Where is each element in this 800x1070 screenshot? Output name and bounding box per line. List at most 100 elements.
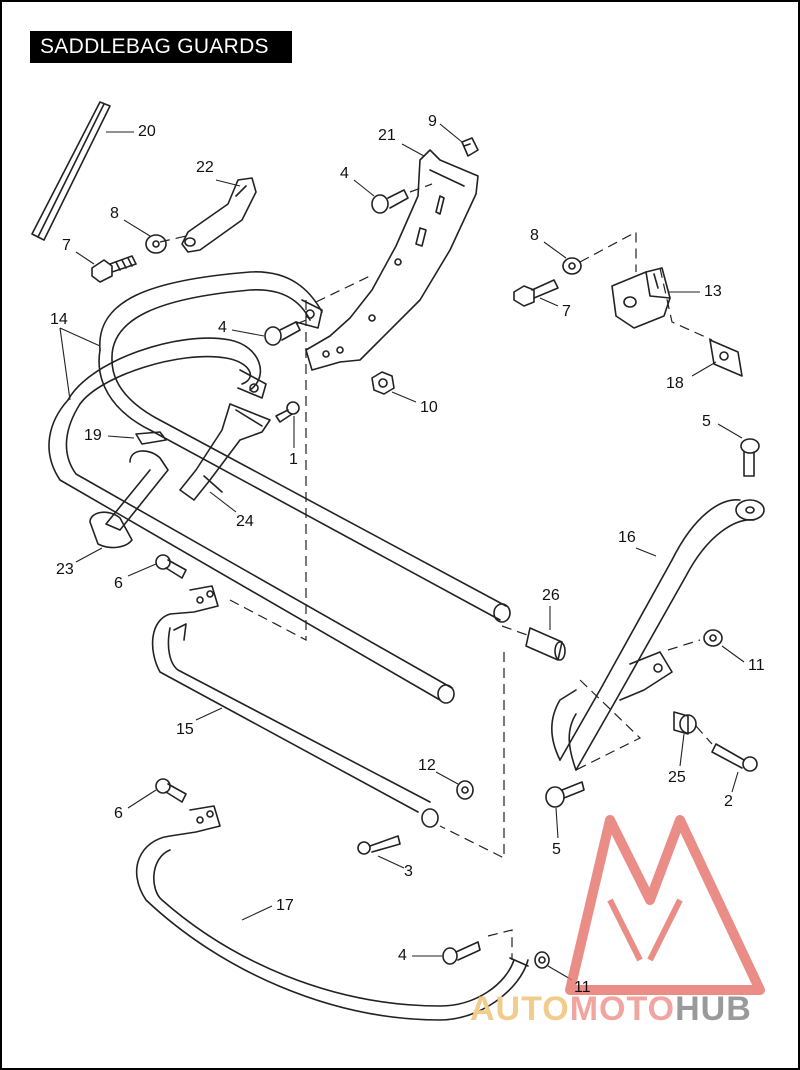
callout-2: 2 — [724, 793, 733, 810]
dash-line-4 — [409, 183, 433, 193]
callout-16: 16 — [618, 529, 636, 546]
leader-4b — [231, 329, 265, 337]
watermark-part3: HUB — [675, 990, 752, 1028]
leader-24 — [209, 491, 237, 513]
callout-6a: 6 — [114, 575, 123, 592]
callout-20: 20 — [138, 123, 156, 140]
part-6-bolt-lower — [155, 778, 187, 803]
dash-line-6 — [579, 230, 637, 272]
callout-22: 22 — [196, 159, 214, 176]
dash-line-10 — [575, 679, 642, 771]
part-21-mounting-bracket — [305, 149, 479, 371]
leader-17 — [241, 905, 273, 921]
part-24-clamp — [179, 403, 271, 501]
callout-7a: 7 — [62, 237, 71, 254]
callout-23: 23 — [56, 561, 74, 578]
callout-8a: 8 — [110, 205, 119, 222]
leader-19 — [107, 435, 135, 439]
part-22-bracket — [181, 177, 257, 253]
leader-6a — [127, 563, 157, 577]
dash-line-1 — [229, 300, 307, 641]
callout-8b: 8 — [530, 227, 539, 244]
part-6-bolt-upper — [155, 554, 187, 579]
callout-11b: 11 — [574, 979, 591, 996]
leader-21 — [401, 143, 425, 157]
part-10-nut — [371, 371, 395, 395]
watermark-logo — [565, 815, 765, 995]
callout-1: 1 — [289, 451, 298, 468]
part-4-bolt-bottom — [442, 941, 481, 965]
callout-12: 12 — [418, 757, 436, 774]
part-12-nut — [456, 780, 474, 800]
part-5-bolt-lower — [545, 781, 585, 808]
part-4-bolt-top — [371, 189, 409, 214]
callout-21: 21 — [378, 127, 396, 144]
part-4-bolt-mid — [264, 321, 301, 346]
callout-14: 14 — [50, 311, 68, 328]
callout-25: 25 — [668, 769, 686, 786]
callout-7b: 7 — [562, 303, 571, 320]
part-18-clip-nut — [709, 339, 743, 377]
part-15-lower-guard — [151, 585, 439, 828]
callout-11a: 11 — [748, 657, 765, 674]
part-11-nut-right — [703, 629, 723, 647]
part-23-strut — [89, 450, 169, 549]
part-7-bolt-left — [91, 255, 137, 283]
part-2-bolt — [711, 743, 758, 772]
dash-line-2 — [159, 235, 187, 243]
watermark-part2: MOTO — [569, 990, 676, 1028]
leader-7b — [539, 297, 559, 307]
dash-line-13 — [487, 929, 513, 960]
callout-4c: 4 — [398, 947, 407, 964]
leader-7a — [75, 251, 95, 265]
leader-11a — [721, 645, 745, 663]
watermark-text: AUTOMOTOHUB — [470, 990, 752, 1029]
part-16-strut-arm — [550, 499, 765, 771]
callout-5a: 5 — [702, 413, 711, 430]
dash-line-7 — [659, 267, 713, 341]
callout-13: 13 — [704, 283, 722, 300]
callout-4a: 4 — [340, 165, 349, 182]
dash-line-5 — [315, 275, 371, 303]
dash-line-12 — [695, 725, 713, 745]
dash-line-3 — [295, 317, 313, 325]
watermark-part1: AUTO — [470, 990, 570, 1028]
part-7-bolt-right — [513, 279, 559, 307]
callout-19: 19 — [84, 427, 102, 444]
dash-line-9 — [439, 652, 505, 859]
leader-18 — [691, 361, 717, 377]
leader-9 — [439, 123, 463, 143]
part-19-pad — [135, 431, 167, 445]
callout-18: 18 — [666, 375, 684, 392]
part-8-washer-right — [562, 257, 582, 275]
part-25-spacer — [673, 711, 697, 735]
callout-24: 24 — [236, 513, 254, 530]
leader-10 — [391, 391, 417, 403]
callout-15: 15 — [176, 721, 194, 738]
part-17-bottom-guard — [135, 805, 529, 1021]
leader-25 — [679, 733, 685, 767]
leader-5a — [717, 423, 743, 439]
leader-16 — [635, 547, 657, 557]
leader-5b — [555, 807, 559, 839]
callout-5b: 5 — [552, 841, 561, 858]
leader-15 — [195, 707, 223, 721]
leader-3 — [377, 855, 405, 869]
callout-6b: 6 — [114, 805, 123, 822]
part-8-washer-left — [145, 234, 167, 254]
callout-10: 10 — [420, 399, 438, 416]
leader-4a — [353, 179, 375, 197]
dash-line-11 — [667, 639, 701, 651]
part-26-spacer — [525, 627, 566, 661]
leader-12 — [435, 771, 459, 785]
leader-23 — [75, 547, 103, 563]
part-11-nut-bottom — [534, 951, 550, 969]
part-3-bolt — [357, 835, 401, 855]
leader-8b — [543, 241, 567, 259]
part-5-bolt-top — [740, 438, 760, 477]
leader-22 — [215, 179, 241, 187]
leader-8a — [123, 219, 151, 237]
callout-4b: 4 — [218, 319, 227, 336]
